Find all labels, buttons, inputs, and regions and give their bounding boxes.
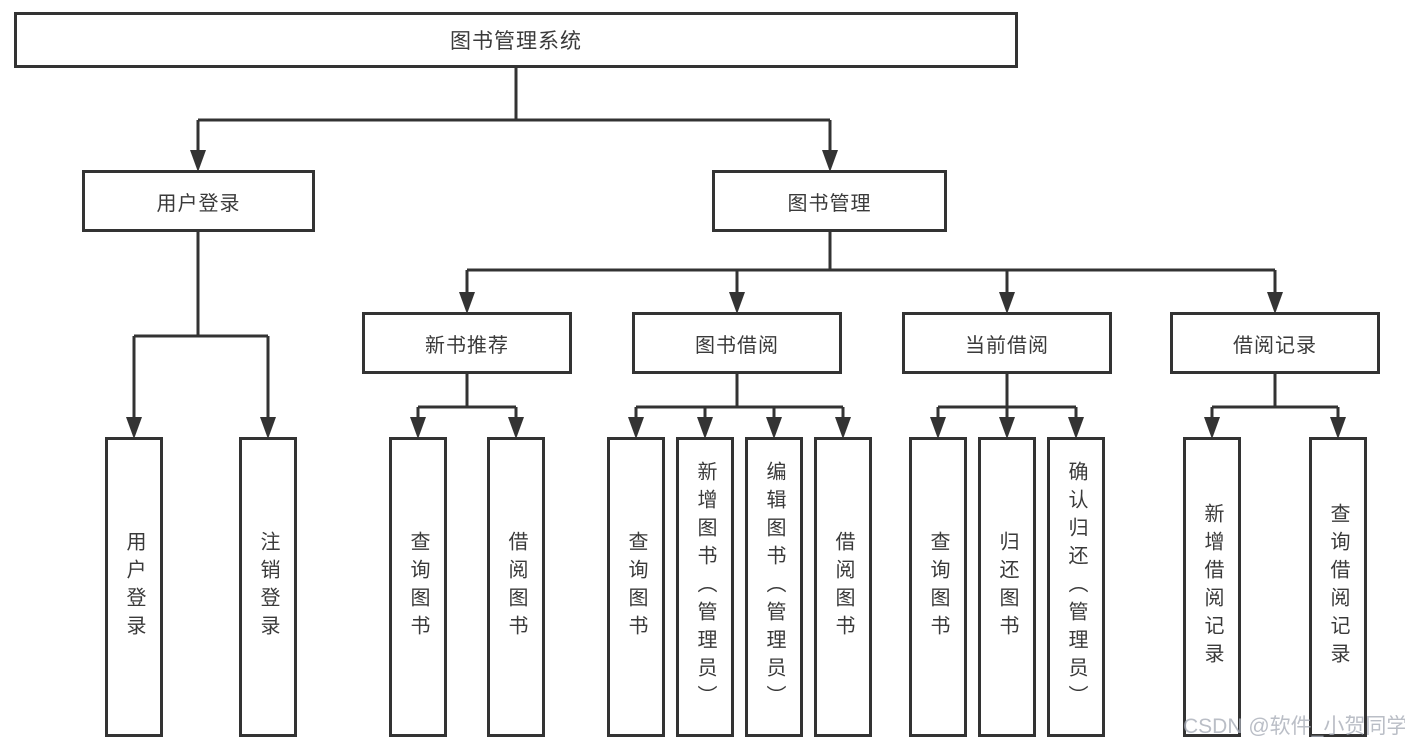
node-current-borrow: 当前借阅: [902, 312, 1112, 374]
leaf-cb-query-books-label: 查询图书: [927, 531, 949, 643]
leaf-bb-add-books-admin-label: 新增图书（管理员）: [694, 461, 716, 713]
node-root-system: 图书管理系统: [14, 12, 1018, 68]
connector-newbook-to-leaves: [410, 374, 524, 439]
leaf-bb-edit-books-admin: 编辑图书（管理员）: [745, 437, 803, 737]
leaf-bb-borrow-books-label: 借阅图书: [832, 531, 854, 643]
connector-current-to-leaves: [930, 374, 1084, 439]
node-user-login-label: 用户登录: [156, 192, 241, 215]
leaf-cb-confirm-return-admin-label: 确认归还（管理员）: [1065, 461, 1087, 713]
node-current-borrow-label: 当前借阅: [965, 334, 1049, 357]
leaf-bb-borrow-books: 借阅图书: [814, 437, 872, 737]
node-book-management: 图书管理: [712, 170, 947, 232]
connector-root-to-level2: [190, 68, 838, 172]
node-new-book-recommend-label: 新书推荐: [425, 334, 509, 357]
leaf-bb-query-books: 查询图书: [607, 437, 665, 737]
connector-borrow-to-leaves: [628, 374, 851, 439]
node-borrow-record-label: 借阅记录: [1233, 334, 1317, 357]
leaf-br-add-record-label: 新增借阅记录: [1201, 503, 1223, 671]
connector-record-to-leaves: [1204, 374, 1346, 439]
leaf-user-login-label: 用户登录: [123, 531, 145, 643]
leaf-bb-add-books-admin: 新增图书（管理员）: [676, 437, 734, 737]
node-borrow-record: 借阅记录: [1170, 312, 1380, 374]
leaf-nbr-query-books-label: 查询图书: [407, 531, 429, 643]
leaf-logout: 注销登录: [239, 437, 297, 737]
connector-mgmt-to-level3: [459, 232, 1283, 314]
leaf-nbr-borrow-books-label: 借阅图书: [505, 531, 527, 643]
node-root-label: 图书管理系统: [450, 30, 582, 53]
connector-login-to-leaves: [126, 232, 276, 439]
leaf-br-query-record-label: 查询借阅记录: [1327, 503, 1349, 671]
node-new-book-recommend: 新书推荐: [362, 312, 572, 374]
leaf-nbr-borrow-books: 借阅图书: [487, 437, 545, 737]
node-book-management-label: 图书管理: [787, 192, 872, 215]
leaf-cb-return-books-label: 归还图书: [996, 531, 1018, 643]
leaf-bb-query-books-label: 查询图书: [625, 531, 647, 643]
leaf-bb-edit-books-admin-label: 编辑图书（管理员）: [763, 461, 785, 713]
leaf-br-add-record: 新增借阅记录: [1183, 437, 1241, 737]
leaf-cb-query-books: 查询图书: [909, 437, 967, 737]
leaf-cb-return-books: 归还图书: [978, 437, 1036, 737]
node-book-borrow: 图书借阅: [632, 312, 842, 374]
node-book-borrow-label: 图书借阅: [695, 334, 779, 357]
csdn-watermark: CSDN @软件_小贺同学: [1183, 715, 1405, 738]
leaf-logout-label: 注销登录: [257, 531, 279, 643]
leaf-br-query-record: 查询借阅记录: [1309, 437, 1367, 737]
leaf-user-login: 用户登录: [105, 437, 163, 737]
leaf-cb-confirm-return-admin: 确认归还（管理员）: [1047, 437, 1105, 737]
leaf-nbr-query-books: 查询图书: [389, 437, 447, 737]
node-user-login: 用户登录: [82, 170, 315, 232]
